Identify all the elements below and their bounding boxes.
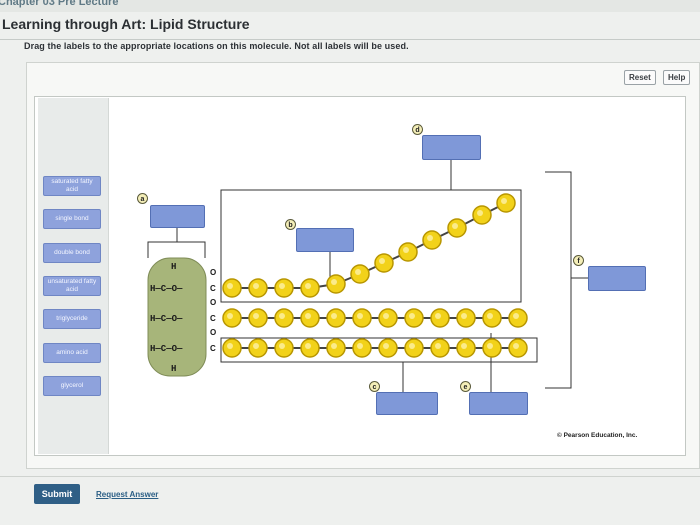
reset-button[interactable]: Reset	[624, 70, 656, 85]
drop-target-a[interactable]	[150, 205, 205, 228]
chain-1-carbon-11-highlight	[501, 198, 507, 204]
glycerol-row-2: H—C—O—	[150, 314, 183, 324]
carbonyl-o-1: O	[210, 268, 217, 277]
chain-1-carbon-9-highlight	[452, 223, 458, 229]
chain-3-carbon-4-highlight	[331, 343, 337, 349]
marker-a: a	[137, 193, 148, 204]
chain-1-carbon-7-highlight	[403, 247, 409, 253]
glycerol-row-3: H—C—O—	[150, 344, 183, 354]
marker-f: f	[573, 255, 584, 266]
carbonyl-o-3: O	[210, 328, 217, 337]
label-glycerol[interactable]: glycerol	[43, 376, 101, 396]
carbonyl-o-2: O	[210, 298, 217, 307]
chain-1-carbon-4-highlight	[331, 279, 337, 285]
label-double-bond[interactable]: double bond	[43, 243, 101, 263]
chain-2-carbon-1-highlight	[253, 313, 259, 319]
drop-target-f[interactable]	[588, 266, 646, 291]
submit-button[interactable]: Submit	[34, 484, 80, 504]
chain-3-carbon-1-highlight	[253, 343, 259, 349]
glycerol-row-1: H—C—O—	[150, 284, 183, 294]
label-saturated-fatty-acid[interactable]: saturated fatty acid	[43, 176, 101, 196]
chain-2-carbon-9-highlight	[461, 313, 467, 319]
chain-3-carbon-2-highlight	[279, 343, 285, 349]
chain-3-carbon-5-highlight	[357, 343, 363, 349]
drop-target-b[interactable]	[296, 228, 354, 252]
chain-2-carbon-8-highlight	[435, 313, 441, 319]
chain-3-carbon-3-highlight	[305, 343, 311, 349]
chain-2-carbon-7-highlight	[409, 313, 415, 319]
chain-2-carbon-11-highlight	[513, 313, 519, 319]
label-amino-acid[interactable]: amino acid	[43, 343, 101, 363]
chain-1-carbon-6-highlight	[379, 258, 385, 264]
chain-2-carbon-3-highlight	[305, 313, 311, 319]
drop-target-c[interactable]	[376, 392, 438, 415]
help-button[interactable]: Help	[663, 70, 691, 85]
top-bar	[0, 0, 700, 12]
chapter-title: Chapter 03 Pre Lecture	[0, 0, 119, 8]
chain-2-carbon-2-highlight	[279, 313, 285, 319]
drop-target-e[interactable]	[469, 392, 528, 415]
label-single-bond[interactable]: single bond	[43, 209, 101, 229]
chain-3-carbon-11-highlight	[513, 343, 519, 349]
chain-3-carbon-6-highlight	[383, 343, 389, 349]
marker-c: c	[369, 381, 380, 392]
request-answer-link[interactable]: Request Answer	[96, 490, 159, 499]
chain-3-carbon-7-highlight	[409, 343, 415, 349]
chain-1-carbon-8-highlight	[427, 235, 433, 241]
carbonyl-c-2: C	[210, 314, 216, 323]
label-triglyceride[interactable]: triglyceride	[43, 309, 101, 329]
page-title: Learning through Art: Lipid Structure	[2, 16, 250, 32]
chain-2-carbon-5-highlight	[357, 313, 363, 319]
chain-3-carbon-0-highlight	[227, 343, 233, 349]
carbonyl-c-3: C	[210, 344, 216, 353]
chain-1-carbon-5-highlight	[355, 269, 361, 275]
marker-d: d	[412, 124, 423, 135]
chain-3-carbon-8-highlight	[435, 343, 441, 349]
carbonyl-c-1: C	[210, 284, 216, 293]
chain-2-carbon-0-highlight	[227, 313, 233, 319]
chain-1-carbon-3-highlight	[305, 283, 311, 289]
label-unsaturated-fatty-acid[interactable]: unsaturated fatty acid	[43, 276, 101, 296]
drop-target-d[interactable]	[422, 135, 481, 160]
chain-1-carbon-0-highlight	[227, 283, 233, 289]
copyright-credit: © Pearson Education, Inc.	[557, 432, 638, 439]
chain-2-carbon-10-highlight	[487, 313, 493, 319]
marker-b: b	[285, 219, 296, 230]
chain-2-carbon-4-highlight	[331, 313, 337, 319]
glycerol-h-bottom: H	[171, 364, 177, 374]
chain-1-carbon-2-highlight	[279, 283, 285, 289]
chain-2-carbon-6-highlight	[383, 313, 389, 319]
chain-1-carbon-10-highlight	[477, 210, 483, 216]
chain-3-carbon-10-highlight	[487, 343, 493, 349]
footer-divider	[0, 476, 700, 477]
title-divider	[0, 39, 700, 40]
chain-3-carbon-9-highlight	[461, 343, 467, 349]
instructions-text: Drag the labels to the appropriate locat…	[24, 41, 409, 51]
marker-e: e	[460, 381, 471, 392]
chain-1-carbon-1-highlight	[253, 283, 259, 289]
glycerol-h-top: H	[171, 262, 177, 272]
